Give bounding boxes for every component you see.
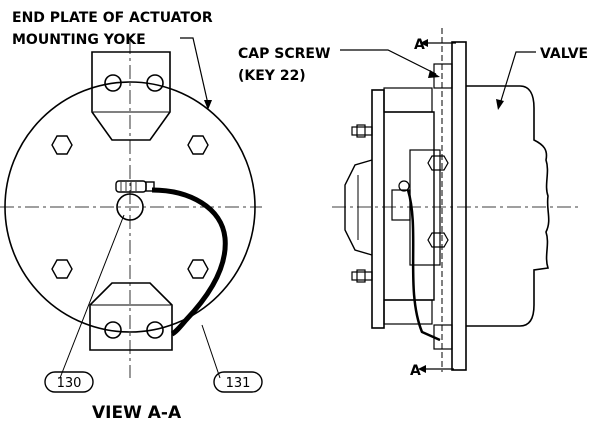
hex-bolt-lower-left [51, 259, 73, 279]
bottom-lug-hole-right [146, 321, 164, 339]
hex-nut-upper [427, 155, 449, 171]
strap-side [406, 189, 441, 342]
top-lug-hole-left [104, 74, 122, 92]
end-plate-circle [4, 81, 256, 333]
valve-mounting-flange [451, 41, 467, 371]
clamp-side [398, 180, 410, 192]
top-lug-hole-right [146, 74, 164, 92]
shaft-circle [116, 193, 144, 221]
cap-screw-label-line1: CAP SCREW [238, 46, 330, 62]
yoke-flange [371, 89, 385, 329]
actuator-hub [344, 159, 373, 256]
yoke-top-boss [383, 87, 433, 113]
leader-130 [59, 214, 125, 379]
cap-screw-arrowhead [428, 70, 440, 78]
section-arrow-bottom-head [418, 365, 426, 373]
bottom-lug-hole-left [104, 321, 122, 339]
ground-strap-braid [151, 188, 227, 336]
side-view [332, 28, 580, 372]
end-plate-arrowhead [204, 100, 212, 110]
end-plate-leader [180, 37, 209, 105]
stud-left-bottom-nut [356, 269, 366, 283]
hex-nut-lower [427, 232, 449, 248]
valve-body [466, 85, 550, 327]
callout-131-balloon [213, 371, 263, 393]
valve-leader [499, 51, 536, 105]
stud-left-bottom [351, 271, 373, 281]
section-marker-bottom: A [410, 363, 421, 379]
stud-left-top [351, 126, 373, 136]
cap-screw-head-bottom [433, 324, 453, 350]
top-mounting-lug [91, 51, 171, 141]
hex-bolt-lower-right [187, 259, 209, 279]
callout-131-text: 131 [226, 376, 251, 391]
cap-screw-label-line2: (KEY 22) [238, 68, 306, 84]
callout-130-text: 130 [57, 376, 82, 391]
view-title: VIEW A-A [92, 403, 182, 423]
ground-strap-outer [151, 187, 228, 337]
leader-131 [201, 324, 221, 379]
clamp-end-tab [145, 181, 155, 192]
yoke-bottom-boss [383, 299, 433, 325]
end-plate-label-line2: MOUNTING YOKE [12, 32, 146, 48]
coupling-block [409, 149, 441, 266]
hex-bolt-upper-right [187, 135, 209, 155]
shaft-stub [391, 189, 411, 221]
section-arrow-top-head [420, 39, 428, 47]
end-plate-view: 130 131 [0, 40, 263, 393]
cap-screw-leader [340, 49, 437, 75]
stud-left-top-nut [356, 124, 366, 138]
section-marker-top: A [414, 37, 425, 53]
callout-130-balloon [44, 371, 94, 393]
valve-label: VALVE [540, 46, 588, 62]
valve-arrowhead [496, 99, 504, 110]
hex-bolt-upper-left [51, 135, 73, 155]
end-plate-label-line1: END PLATE OF ACTUATOR [12, 10, 213, 26]
bottom-mounting-lug [89, 282, 173, 351]
